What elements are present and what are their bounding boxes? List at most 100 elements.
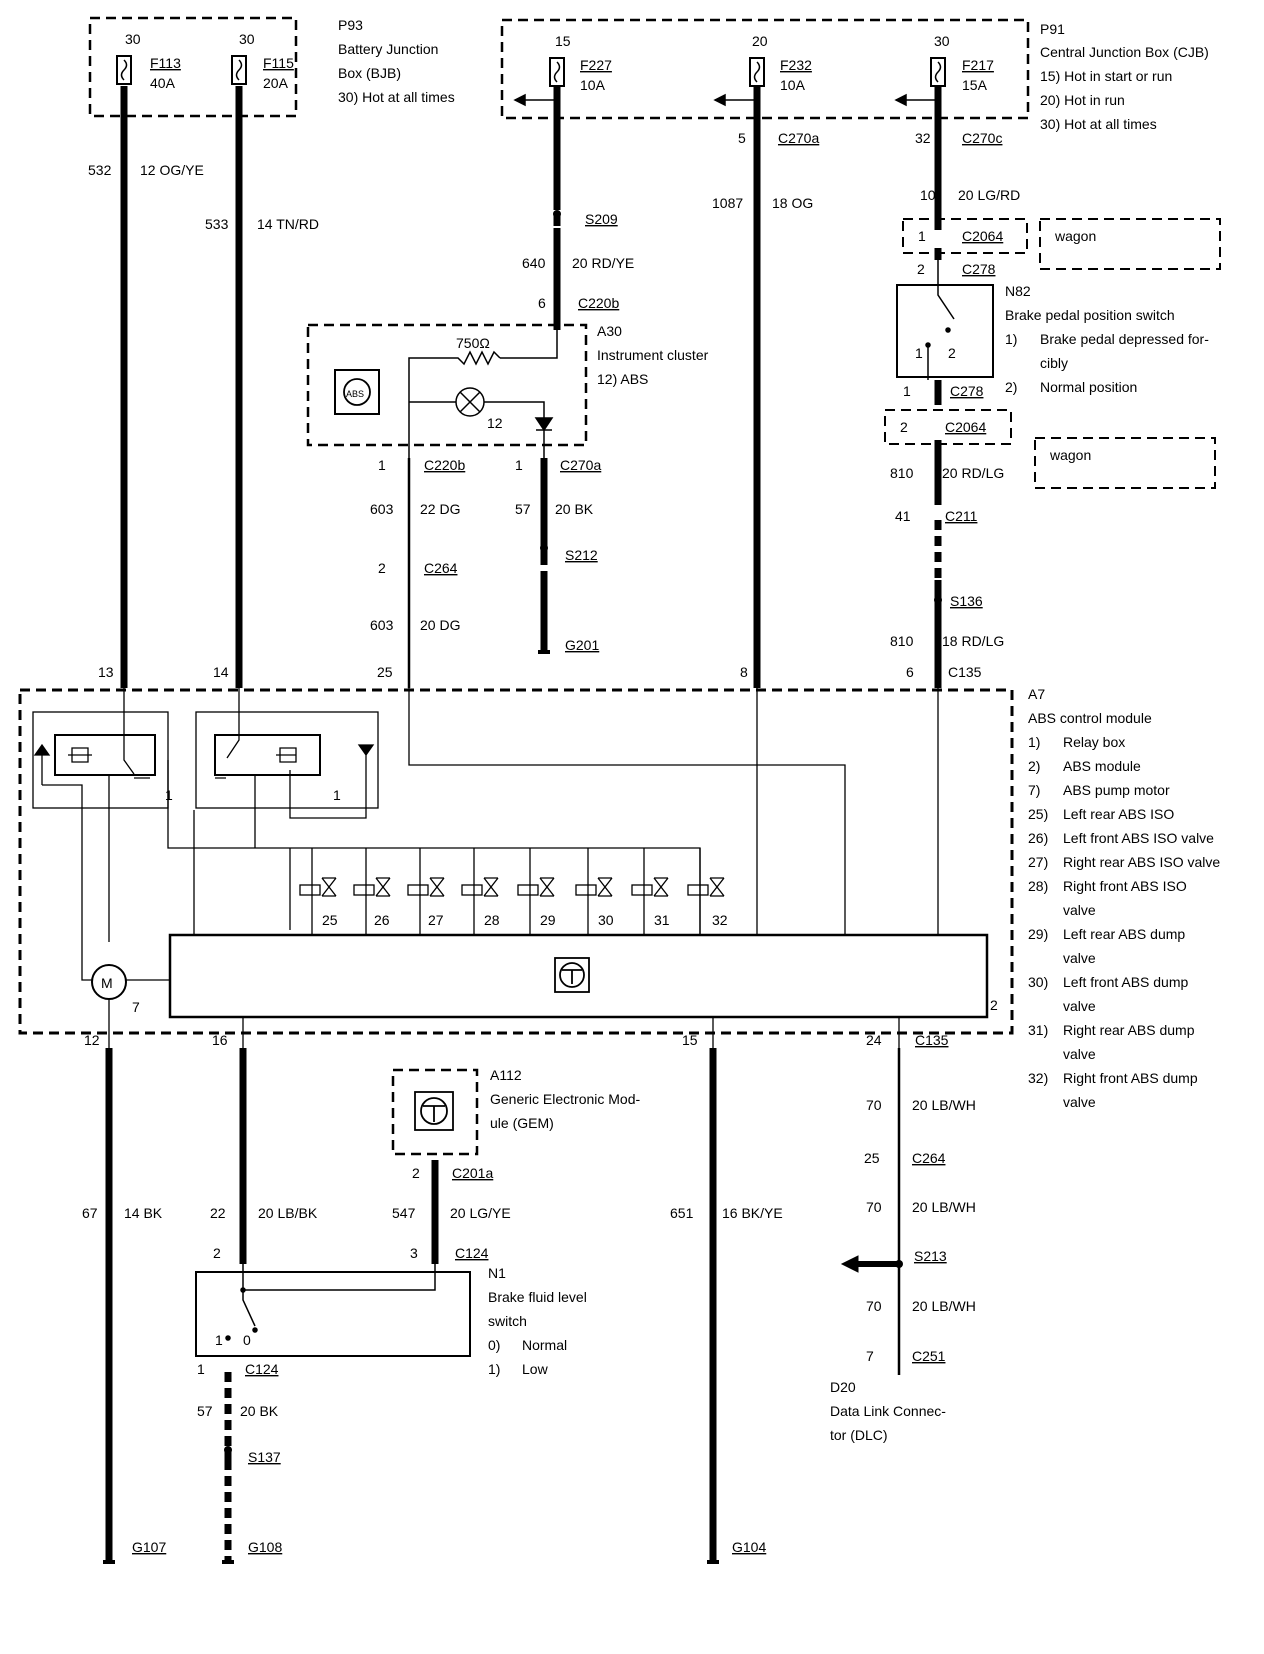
c264-label: C264 [424,560,458,576]
wire-651-color: 16 BK/YE [722,1205,783,1221]
svg-text:valve: valve [1063,950,1096,966]
c2064-pin-a: 1 [918,228,926,244]
svg-text:26: 26 [374,912,390,928]
svg-text:27: 27 [428,912,444,928]
wire-810b-color: 18 RD/LG [942,633,1004,649]
fuse-f115: 30 F115 20A [231,31,294,91]
wire-70a-num: 70 [866,1097,882,1113]
svg-text:27): 27) [1028,854,1048,870]
c124-bottom-label: C124 [245,1361,279,1377]
svg-text:valve: valve [1063,902,1096,918]
n82-note1-cont: cibly [1040,355,1068,371]
brake-fluid-switch-box [195,1271,471,1357]
svg-text:Right front ABS ISO: Right front ABS ISO [1063,878,1187,894]
cjb-note-20: 20) Hot in run [1040,92,1125,108]
module-num: 2 [990,997,998,1013]
brake-pedal-switch [925,260,955,380]
bjb-id: P93 [338,17,363,33]
n1-name-1: Brake fluid level [488,1289,587,1305]
a7-pin-15: 15 [682,1032,698,1048]
solenoid-valves [299,848,725,935]
module-bottom-taps [242,1017,900,1048]
a7-pin-6: 6 [906,664,914,680]
svg-text:ABS pump motor: ABS pump motor [1063,782,1170,798]
valve-32 [687,848,725,935]
c270c-pin: 32 [915,130,931,146]
wire-603b-num: 603 [370,617,394,633]
brake-pedal-switch-box [896,284,994,378]
abs-warning-icon: ABS [334,369,380,415]
c278-pin-a: 2 [917,261,925,277]
cjb-name: Central Junction Box (CJB) [1040,44,1209,60]
c264b-pin: 25 [864,1150,880,1166]
switch-pin-2: 2 [948,345,956,361]
svg-text:31: 31 [654,912,670,928]
svg-text:Left rear ABS ISO: Left rear ABS ISO [1063,806,1174,822]
svg-text:32): 32) [1028,1070,1048,1086]
a7-pin-13: 13 [98,664,114,680]
fuse-f232: 20 F232 10A [749,33,812,93]
s213-arrow [840,1255,899,1273]
svg-text:2): 2) [1028,758,1040,774]
a7-pin-14: 14 [213,664,229,680]
svg-text:20: 20 [752,33,768,49]
fuse-f227: 15 F227 10A [549,33,612,93]
a7-notes: 1)Relay box 2)ABS module 7)ABS pump moto… [1028,734,1220,1110]
wire-57-num: 57 [515,501,531,517]
c124-pin-2: 2 [213,1245,221,1261]
ground-symbols [103,650,719,1564]
fluid-switch-pin-0: 0 [243,1332,251,1348]
valve-28 [461,848,499,935]
a30-note: 12) ABS [597,371,648,387]
a7-pin-8: 8 [740,664,748,680]
wire-1087-color: 18 OG [772,195,813,211]
cluster-circuit [408,330,558,458]
pump-motor: M [91,964,127,1048]
c264b-label: C264 [912,1150,946,1166]
svg-text:Left front ABS ISO valve: Left front ABS ISO valve [1063,830,1214,846]
c220b-bottom-label: C220b [424,457,465,473]
c251-pin: 7 [866,1348,874,1364]
svg-text:Left front ABS dump: Left front ABS dump [1063,974,1189,990]
thin-wires [407,458,901,1375]
c135-bottom-label: C135 [915,1032,949,1048]
relay-box-2-num: 1 [333,787,341,803]
c124-bottom-pin: 1 [197,1361,205,1377]
svg-text:30: 30 [934,33,950,49]
switch-pin-1: 1 [915,345,923,361]
c211-pin: 41 [895,508,911,524]
wagon-box-bottom [1034,437,1216,489]
c270c-label: C270c [962,130,1002,146]
wire-70b-color: 20 LB/WH [912,1199,976,1215]
a112-id: A112 [490,1067,522,1083]
resistor-value: 750Ω [456,335,490,351]
wire-603-color: 22 DG [420,501,460,517]
ground-g107: G107 [132,1539,166,1555]
c270a-pin1: 1 [515,457,523,473]
abs-module-body [168,933,989,1019]
splice-s137: S137 [248,1449,281,1465]
relay-box-1-num: 1 [165,787,173,803]
bjb-box [88,16,298,118]
wire-603b-color: 20 DG [420,617,460,633]
wire-57b-num: 57 [197,1403,213,1419]
a30-id: A30 [597,323,622,339]
n82-note1-num: 1) [1005,331,1017,347]
abs-module-box [18,688,1014,1035]
bjb-name-2: Box (BJB) [338,65,401,81]
svg-text:ABS module: ABS module [1063,758,1141,774]
d20-name-2: tor (DLC) [830,1427,888,1443]
ground-g104: G104 [732,1539,766,1555]
instrument-cluster-box [306,323,588,447]
n82-note2-num: 2) [1005,379,1017,395]
wire-810-color: 20 RD/LG [942,465,1004,481]
wire-70b-num: 70 [866,1199,882,1215]
bjb-name-1: Battery Junction [338,41,438,57]
c278-top-label: C278 [962,261,996,277]
fuse-f113: 30 F113 40A [116,31,181,91]
wire-640-color: 20 RD/YE [572,255,634,271]
abs-module-icon [554,957,590,993]
c211-label: C211 [945,508,978,524]
wire-603-num: 603 [370,501,394,517]
